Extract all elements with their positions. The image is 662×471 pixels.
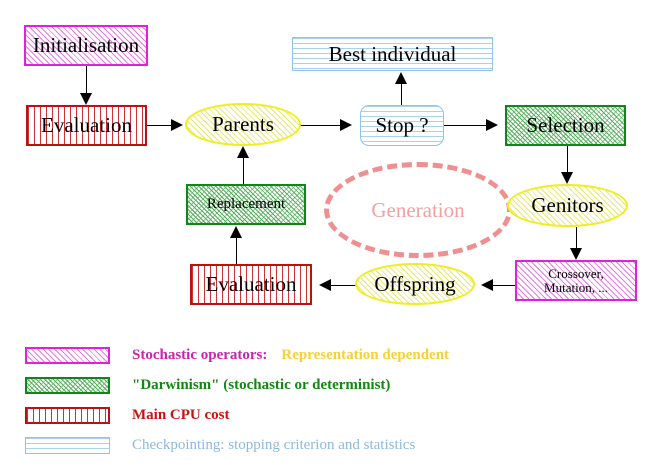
node-stop-label: Stop ?: [375, 113, 429, 138]
legend-row-darwinism: "Darwinism" (stochastic or determinist): [25, 377, 390, 394]
node-initialisation-label: Initialisation: [32, 33, 140, 58]
node-parents[interactable]: Parents: [185, 103, 301, 146]
edge-initialisation-to-evaluation: [86, 66, 87, 94]
edge-selection-to-genitors: [567, 146, 568, 174]
arrowhead-replacement-to-parents: [237, 146, 249, 158]
edge-crossover-to-offspring: [492, 285, 516, 286]
edge-genitors-to-crossover: [576, 227, 577, 249]
node-evaluation-top-label: Evaluation: [41, 113, 132, 138]
node-crossover-mutation[interactable]: Crossover, Mutation, ...: [515, 260, 637, 301]
legend-row-main-cpu-cost: Main CPU cost: [25, 407, 230, 424]
legend-swatch-magenta-diagonal-hatch: [25, 347, 110, 364]
node-offspring-label: Offspring: [374, 271, 456, 296]
arrowhead-stop-to-best-individual: [395, 72, 407, 84]
edge-evaluation-to-replacement: [236, 238, 237, 265]
arrowhead-evaluation-to-replacement: [230, 226, 242, 238]
edge-parents-to-stop: [300, 125, 342, 126]
legend-swatch-blue-horizontal-lines: [25, 437, 110, 454]
edge-replacement-to-parents: [243, 158, 244, 185]
legend-label-stochastic-operators-text: Stochastic operators:: [132, 347, 268, 363]
edge-stop-to-best-individual: [401, 84, 402, 106]
legend-swatch-red-vertical-lines: [25, 407, 110, 424]
node-initialisation[interactable]: Initialisation: [24, 25, 148, 66]
legend-label-darwinism: "Darwinism" (stochastic or determinist): [132, 377, 391, 393]
generation-label: Generation: [371, 197, 465, 222]
edge-offspring-to-evaluation: [330, 285, 356, 286]
node-replacement-label: Replacement: [206, 195, 286, 212]
legend-row-checkpointing: Checkpointing: stopping criterion and st…: [25, 437, 415, 454]
node-evaluation-bottom-label: Evaluation: [205, 272, 297, 297]
edge-evaluation-to-parents: [147, 125, 173, 126]
node-selection-label: Selection: [526, 113, 605, 138]
node-genitors[interactable]: Genitors: [507, 184, 628, 227]
node-evaluation-top[interactable]: Evaluation: [26, 105, 147, 146]
node-replacement[interactable]: Replacement: [186, 184, 306, 225]
arrowhead-selection-to-genitors: [561, 172, 573, 184]
arrowhead-parents-to-stop: [340, 119, 352, 131]
node-evaluation-bottom[interactable]: Evaluation: [190, 264, 312, 305]
legend-label-stochastic-operators: Stochastic operators: Representation depe…: [132, 347, 449, 364]
arrowhead-evaluation-to-parents: [171, 119, 183, 131]
generation-cycle-ellipse: Generation: [324, 162, 512, 258]
edge-stop-to-selection: [444, 125, 487, 126]
legend-label-checkpointing: Checkpointing: stopping criterion and st…: [132, 437, 416, 453]
node-genitors-label: Genitors: [531, 193, 604, 218]
arrowhead-stop-to-selection: [486, 119, 498, 131]
arrowhead-initialisation-to-evaluation: [80, 93, 92, 105]
arrowhead-crossover-to-offspring: [481, 279, 493, 291]
node-crossover-mutation-label: Crossover, Mutation, ...: [544, 265, 608, 295]
node-parents-label: Parents: [212, 112, 274, 137]
arrowhead-offspring-to-evaluation: [319, 279, 331, 291]
node-best-individual-label: Best individual: [328, 41, 457, 66]
node-stop[interactable]: Stop ?: [360, 105, 444, 146]
legend-swatch-green-cross-hatch: [25, 377, 110, 394]
arrowhead-genitors-to-crossover: [570, 248, 582, 260]
legend-label-main-cpu-cost: Main CPU cost: [132, 407, 230, 423]
legend-label-representation-dependent: Representation dependent: [281, 347, 450, 363]
node-selection[interactable]: Selection: [505, 105, 626, 146]
node-best-individual[interactable]: Best individual: [292, 37, 493, 71]
node-offspring[interactable]: Offspring: [355, 263, 475, 305]
legend: Stochastic operators: Representation depe…: [0, 330, 662, 460]
legend-row-stochastic-operators: Stochastic operators: Representation depe…: [25, 347, 449, 364]
